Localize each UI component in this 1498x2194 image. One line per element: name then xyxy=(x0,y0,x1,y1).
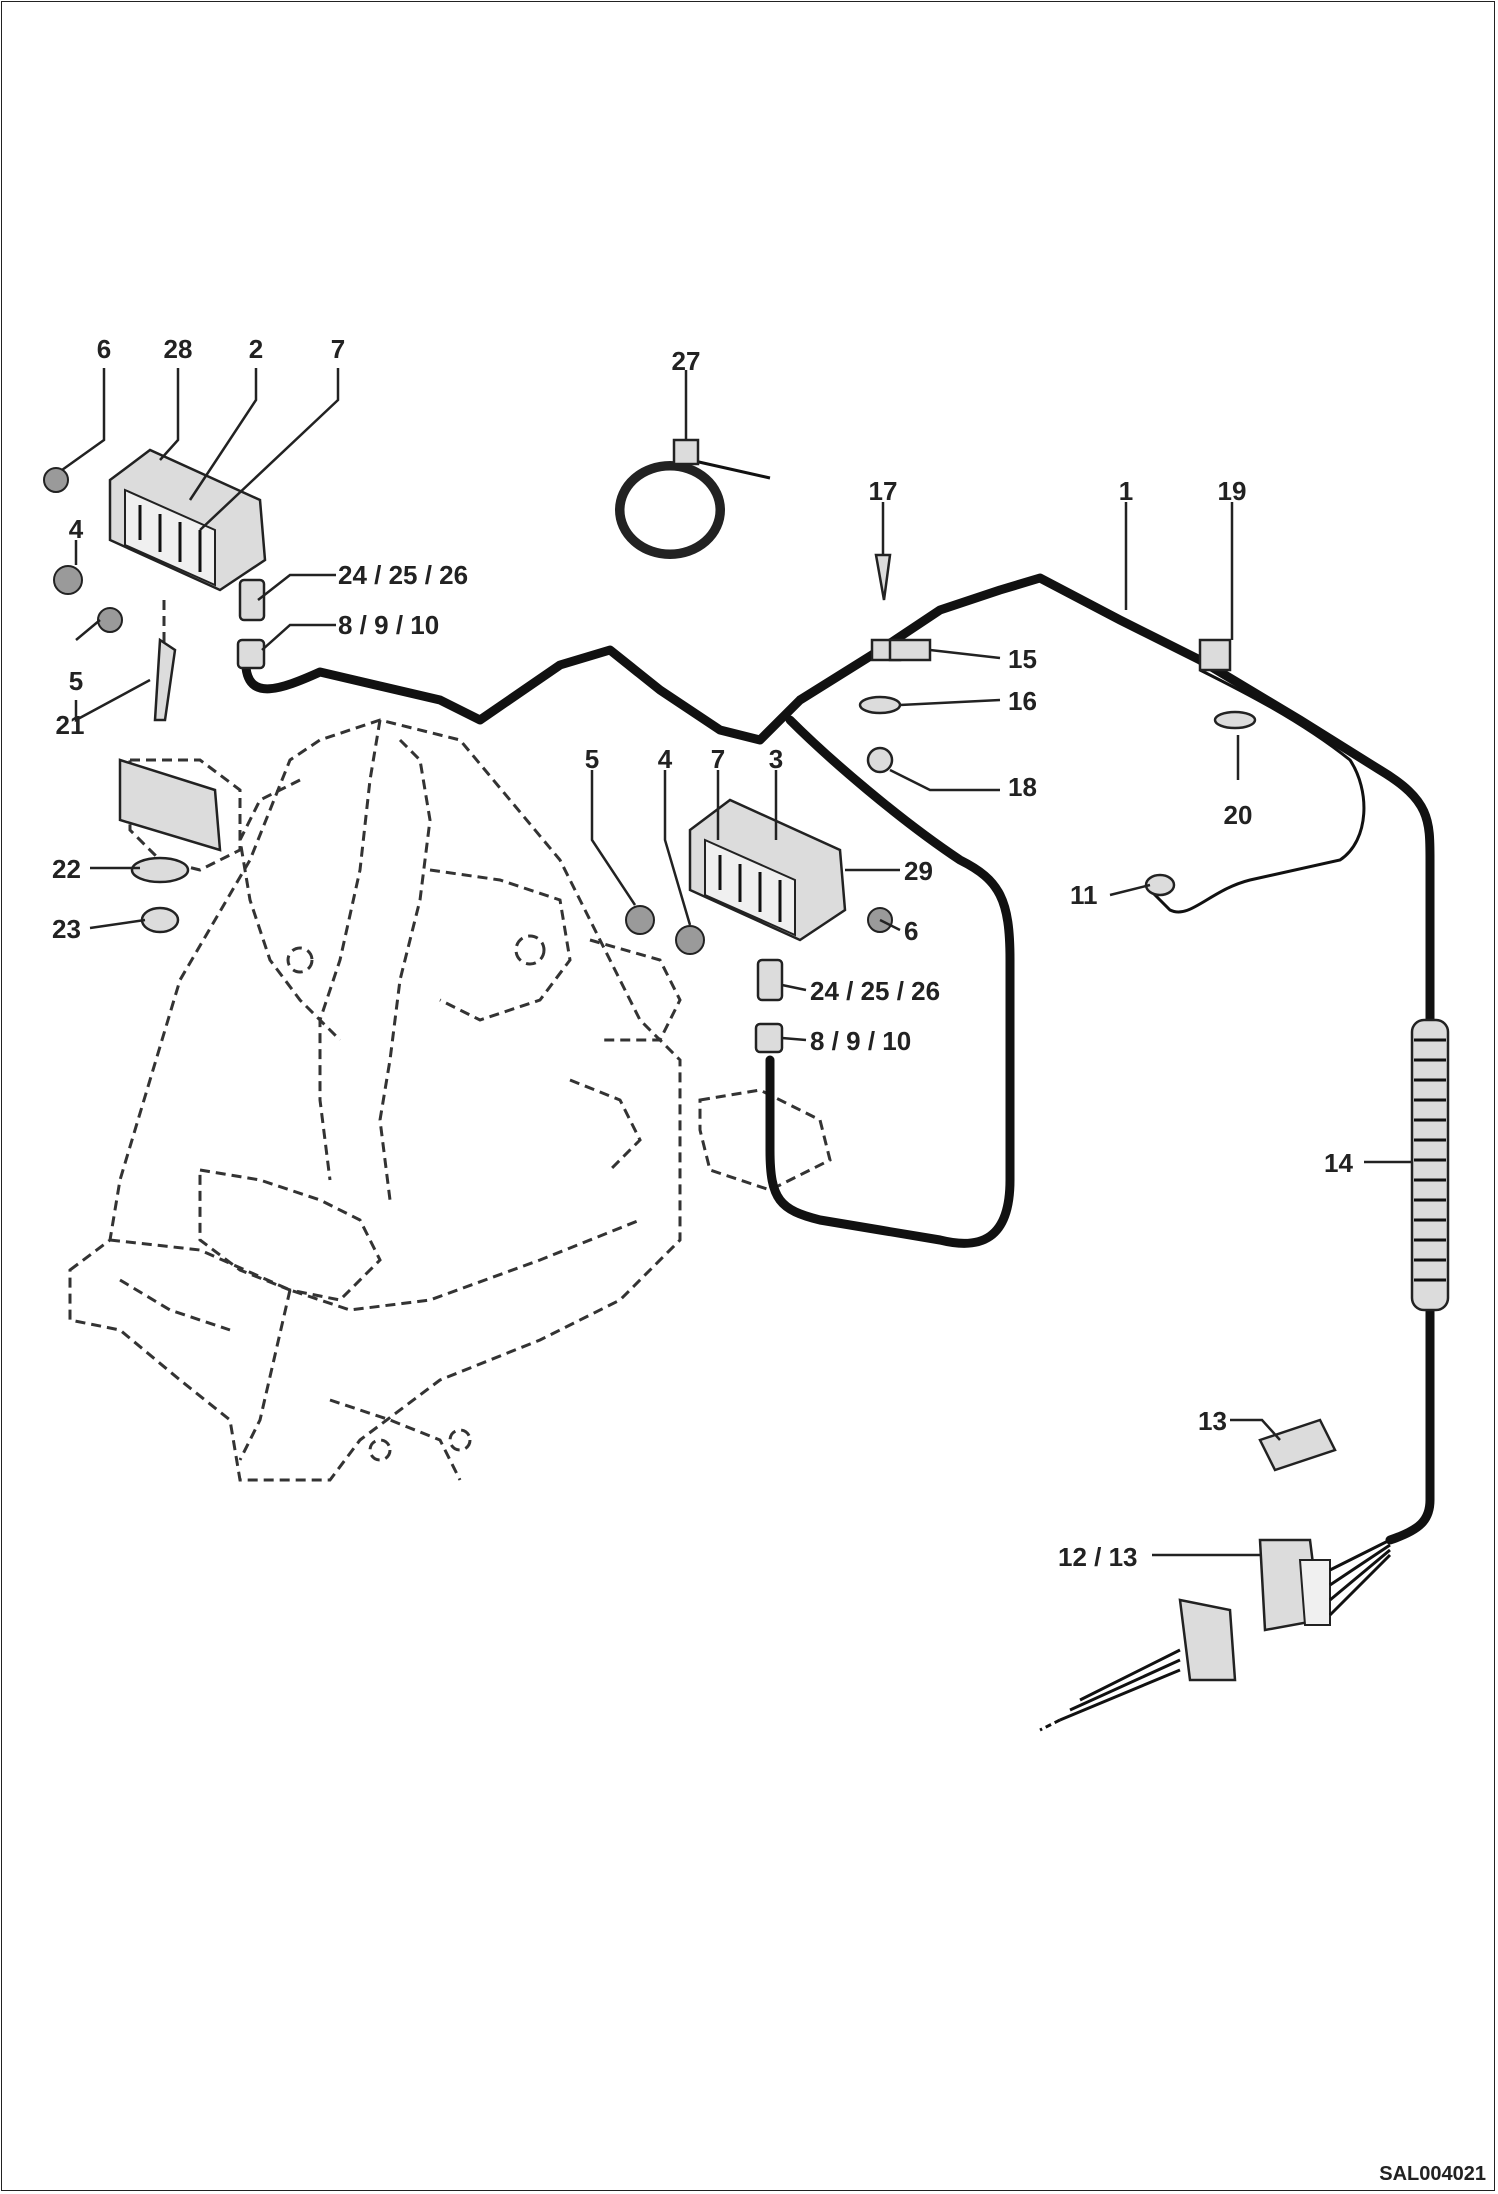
callout-24-25-26b: 24 / 25 / 26 xyxy=(810,976,940,1006)
callout-13: 13 xyxy=(1198,1406,1227,1436)
callout-23: 23 xyxy=(52,914,81,944)
machine-frame-phantom xyxy=(68,718,832,1482)
callout-7: 7 xyxy=(331,334,345,364)
callout-27: 27 xyxy=(672,346,701,376)
callout-24-25-26: 24 / 25 / 26 xyxy=(338,560,468,590)
callout-6: 6 xyxy=(97,334,111,364)
callout-6b: 6 xyxy=(904,916,918,946)
connectors xyxy=(1039,873,1392,1732)
callout-19: 19 xyxy=(1218,476,1247,506)
callout-21: 21 xyxy=(56,710,85,740)
callout-7b: 7 xyxy=(711,744,725,774)
callout-20: 20 xyxy=(1224,800,1253,830)
callout-labels: 6 28 2 7 27 17 1 19 4 5 21 24 / 25 / 26 … xyxy=(52,334,1353,1572)
cable-tie-27 xyxy=(615,438,771,559)
callout-12-13: 12 / 13 xyxy=(1058,1542,1138,1572)
callout-8-9-10b: 8 / 9 / 10 xyxy=(810,1026,911,1056)
callout-8-9-10: 8 / 9 / 10 xyxy=(338,610,439,640)
callout-4: 4 xyxy=(69,514,84,544)
callout-1: 1 xyxy=(1119,476,1133,506)
leader-lines xyxy=(61,368,1412,1557)
drawing-reference: SAL004021 xyxy=(1379,2163,1486,2185)
callout-17: 17 xyxy=(869,476,898,506)
callout-15: 15 xyxy=(1008,644,1037,674)
right-work-lamp xyxy=(625,798,893,1054)
callout-5b: 5 xyxy=(585,744,599,774)
callout-22: 22 xyxy=(52,854,81,884)
callout-16: 16 xyxy=(1008,686,1037,716)
left-work-lamp xyxy=(43,448,267,934)
cable-harness xyxy=(241,573,1450,1545)
callout-11: 11 xyxy=(1070,880,1098,910)
callout-29: 29 xyxy=(904,856,933,886)
callout-5: 5 xyxy=(69,666,83,696)
callout-4b: 4 xyxy=(658,744,673,774)
callout-28: 28 xyxy=(164,334,193,364)
callout-3: 3 xyxy=(769,744,783,774)
callout-18: 18 xyxy=(1008,772,1037,802)
callout-2: 2 xyxy=(249,334,263,364)
callout-14: 14 xyxy=(1324,1148,1353,1178)
